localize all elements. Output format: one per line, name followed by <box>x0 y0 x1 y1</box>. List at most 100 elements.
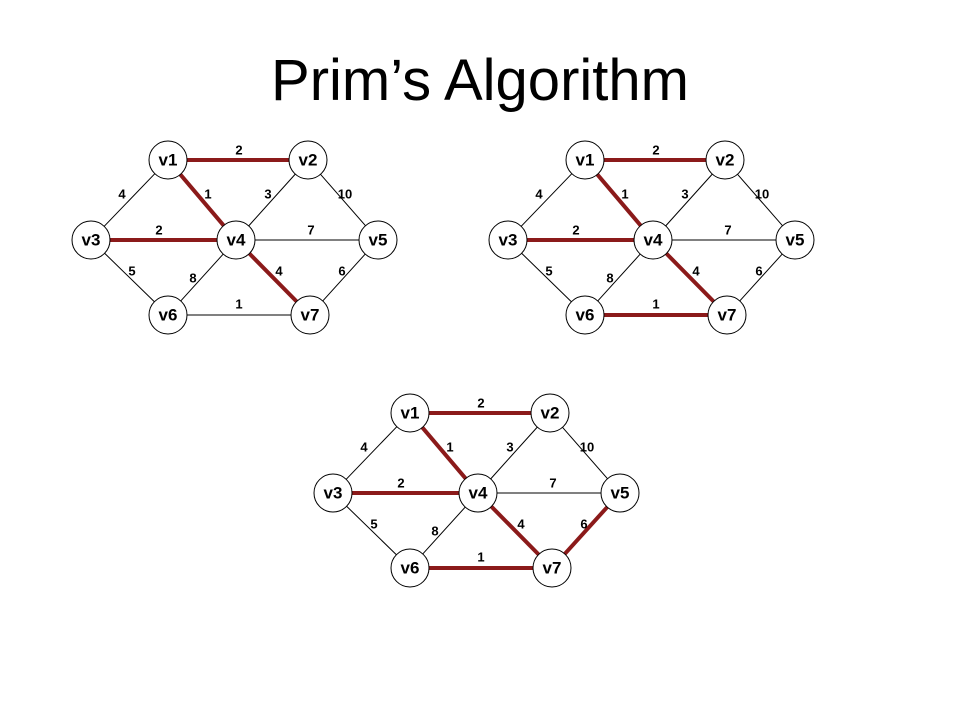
node-circle <box>148 140 188 180</box>
node-circle <box>390 548 430 588</box>
edge-v2-v4 <box>665 173 713 227</box>
node-circle <box>290 295 330 335</box>
edge-weight-v6-v7: 1 <box>235 296 242 311</box>
node-circle <box>71 220 111 260</box>
edge-weight-v2-v4: 3 <box>506 439 513 454</box>
node-label: v5 <box>611 483 630 502</box>
edge-v4-v6 <box>180 253 224 302</box>
edge-weight-v3-v4: 2 <box>397 475 404 490</box>
node-label: v2 <box>716 150 735 169</box>
node-circle <box>633 220 673 260</box>
edge-v1-v4-selected <box>178 172 226 228</box>
edge-v1-v3 <box>103 173 156 227</box>
node-label: v2 <box>541 403 560 422</box>
edge-weight-v4-v7: 4 <box>517 516 525 531</box>
node-label: v3 <box>82 230 101 249</box>
node-label: v4 <box>227 230 246 249</box>
node-label: v2 <box>299 150 318 169</box>
edge-weight-v2-v4: 3 <box>681 186 688 201</box>
edge-weight-v1-v3: 4 <box>118 186 126 201</box>
node-circle <box>565 295 605 335</box>
edge-weight-v1-v4: 1 <box>204 186 211 201</box>
node-v5: v5 <box>600 473 640 513</box>
edge-weight-v4-v7: 4 <box>275 263 283 278</box>
edge-weight-v1-v4: 1 <box>446 439 453 454</box>
node-label: v6 <box>159 305 178 324</box>
node-label: v5 <box>786 230 805 249</box>
node-v2: v2 <box>530 393 570 433</box>
node-v3: v3 <box>313 473 353 513</box>
node-circle <box>565 140 605 180</box>
node-label: v6 <box>401 558 420 577</box>
node-v5: v5 <box>775 220 815 260</box>
edge-v4-v7-selected <box>247 251 299 304</box>
edge-weight-v4-v6: 8 <box>606 270 613 285</box>
node-circle <box>705 140 745 180</box>
node-label: v7 <box>718 305 737 324</box>
node-v3: v3 <box>71 220 111 260</box>
node-circle <box>358 220 398 260</box>
edge-v3-v6 <box>521 252 572 303</box>
node-v6: v6 <box>390 548 430 588</box>
edge-v5-v7 <box>739 253 783 302</box>
edge-weight-v6-v7: 1 <box>477 549 484 564</box>
edge-v1-v4-selected <box>595 172 643 228</box>
edge-weight-v4-v5: 7 <box>724 222 731 237</box>
edge-v2-v5 <box>562 426 608 480</box>
node-circle <box>488 220 528 260</box>
node-label: v1 <box>401 403 420 422</box>
edge-v1-v4-selected <box>420 425 468 481</box>
edge-v4-v7-selected <box>664 251 716 304</box>
edge-v4-v6 <box>597 253 641 302</box>
node-label: v1 <box>576 150 595 169</box>
edge-weight-v4-v7: 4 <box>692 263 700 278</box>
edge-weight-v5-v7: 6 <box>755 263 762 278</box>
edge-weight-v2-v5: 10 <box>338 186 352 201</box>
edge-weight-v1-v2: 2 <box>652 142 659 157</box>
edge-v4-v7-selected <box>489 504 541 557</box>
edge-weight-v1-v4: 1 <box>621 186 628 201</box>
node-v7: v7 <box>532 548 572 588</box>
edge-v2-v5 <box>320 173 366 227</box>
node-label: v4 <box>469 483 488 502</box>
edge-weight-v6-v7: 1 <box>652 296 659 311</box>
node-v5: v5 <box>358 220 398 260</box>
node-label: v7 <box>543 558 562 577</box>
edge-weight-v3-v6: 5 <box>370 516 377 531</box>
node-label: v4 <box>644 230 663 249</box>
node-circle <box>148 295 188 335</box>
edge-weight-v4-v5: 7 <box>549 475 556 490</box>
node-v2: v2 <box>705 140 745 180</box>
node-label: v3 <box>499 230 518 249</box>
edge-weight-v1-v2: 2 <box>235 142 242 157</box>
node-circle <box>216 220 256 260</box>
edge-v2-v5 <box>737 173 783 227</box>
node-label: v3 <box>324 483 343 502</box>
edge-v5-v7-selected <box>562 505 610 556</box>
edge-weight-v2-v4: 3 <box>264 186 271 201</box>
node-v4: v4 <box>458 473 498 513</box>
edge-v5-v7 <box>322 253 366 302</box>
edge-weight-v5-v7: 6 <box>338 263 345 278</box>
edge-weight-v5-v7: 6 <box>580 516 587 531</box>
node-v1: v1 <box>565 140 605 180</box>
edge-weight-v3-v4: 2 <box>155 222 162 237</box>
edge-v1-v3 <box>520 173 573 227</box>
edge-v3-v6 <box>104 252 155 303</box>
edge-weight-v4-v6: 8 <box>431 523 438 538</box>
node-v7: v7 <box>707 295 747 335</box>
edge-weight-v3-v6: 5 <box>128 263 135 278</box>
node-circle <box>390 393 430 433</box>
node-v4: v4 <box>633 220 673 260</box>
node-v6: v6 <box>565 295 605 335</box>
edge-v3-v6 <box>346 505 397 556</box>
node-label: v6 <box>576 305 595 324</box>
node-v2: v2 <box>288 140 328 180</box>
node-circle <box>600 473 640 513</box>
edge-weight-v4-v6: 8 <box>189 270 196 285</box>
edge-v4-v6 <box>422 506 466 555</box>
node-circle <box>532 548 572 588</box>
